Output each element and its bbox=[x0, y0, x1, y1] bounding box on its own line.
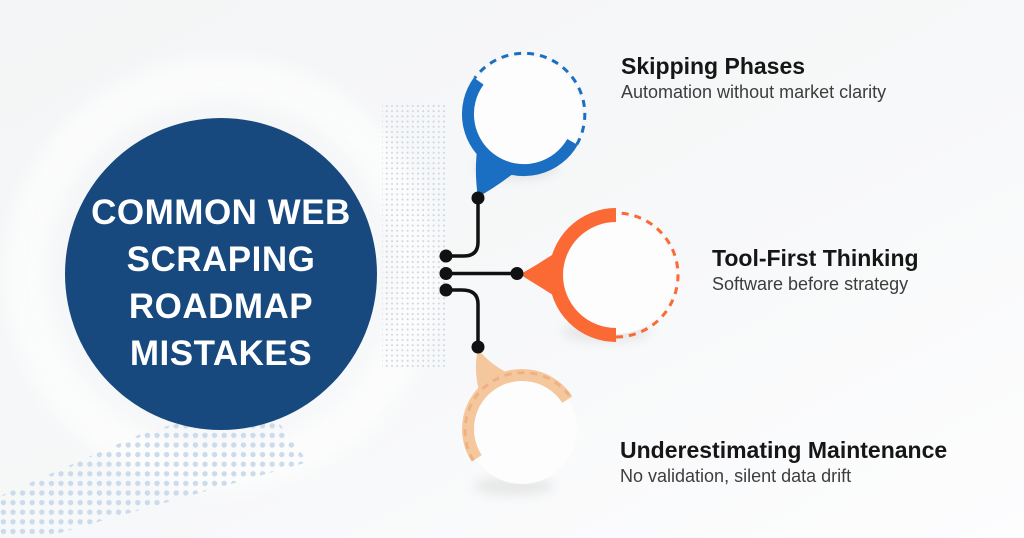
bubble-underestimating-maintenance bbox=[462, 349, 577, 496]
hub-circle bbox=[65, 118, 377, 430]
item-title: Tool-First Thinking bbox=[712, 245, 919, 271]
dot-left-2 bbox=[439, 267, 453, 280]
connector-dots bbox=[439, 191, 524, 354]
halftone-wedge bbox=[0, 404, 308, 538]
item-title: Skipping Phases bbox=[621, 53, 806, 79]
halftone-band bbox=[382, 102, 448, 370]
bubble-fill bbox=[466, 56, 582, 172]
hub-title-line-2: SCRAPING bbox=[126, 240, 316, 279]
bubble-skipping-phases bbox=[461, 51, 587, 197]
dot-top bbox=[471, 191, 485, 205]
bubble-solid-arc bbox=[549, 208, 617, 342]
dot-left-1 bbox=[439, 249, 453, 263]
item-title: Underestimating Maintenance bbox=[620, 437, 948, 463]
dot-middle-right bbox=[510, 267, 524, 280]
item-underestimating-maintenance: Underestimating Maintenance No validatio… bbox=[620, 436, 947, 488]
bubble-fill bbox=[557, 216, 675, 334]
item-subtitle: Software before strategy bbox=[712, 274, 909, 294]
bubble-dashed-arc bbox=[473, 51, 587, 146]
item-subtitle: Automation without market clarity bbox=[621, 82, 887, 102]
dot-left-3 bbox=[439, 283, 453, 297]
bubble-tool-first-thinking bbox=[520, 208, 680, 343]
connector-bottom bbox=[444, 288, 480, 349]
connector-lines bbox=[444, 196, 519, 349]
bubble-fill bbox=[467, 374, 577, 484]
item-tool-first-thinking: Tool-First Thinking Software before stra… bbox=[712, 244, 919, 296]
item-skipping-phases: Skipping Phases Automation without marke… bbox=[621, 52, 886, 104]
hub-title: COMMON WEB SCRAPING ROADMAP MISTAKES bbox=[61, 189, 381, 377]
hub-title-line-1: COMMON WEB bbox=[91, 193, 351, 232]
bubble-solid-arc bbox=[461, 77, 578, 177]
bubble-dashed-arc bbox=[615, 211, 680, 339]
hub-title-line-4: MISTAKES bbox=[129, 334, 313, 373]
bubble-solid-arc bbox=[462, 369, 573, 462]
item-subtitle: No validation, silent data drift bbox=[620, 466, 852, 486]
connector-top bbox=[444, 196, 480, 258]
dot-bottom bbox=[471, 340, 485, 354]
hub-title-line-3: ROADMAP bbox=[128, 287, 314, 326]
